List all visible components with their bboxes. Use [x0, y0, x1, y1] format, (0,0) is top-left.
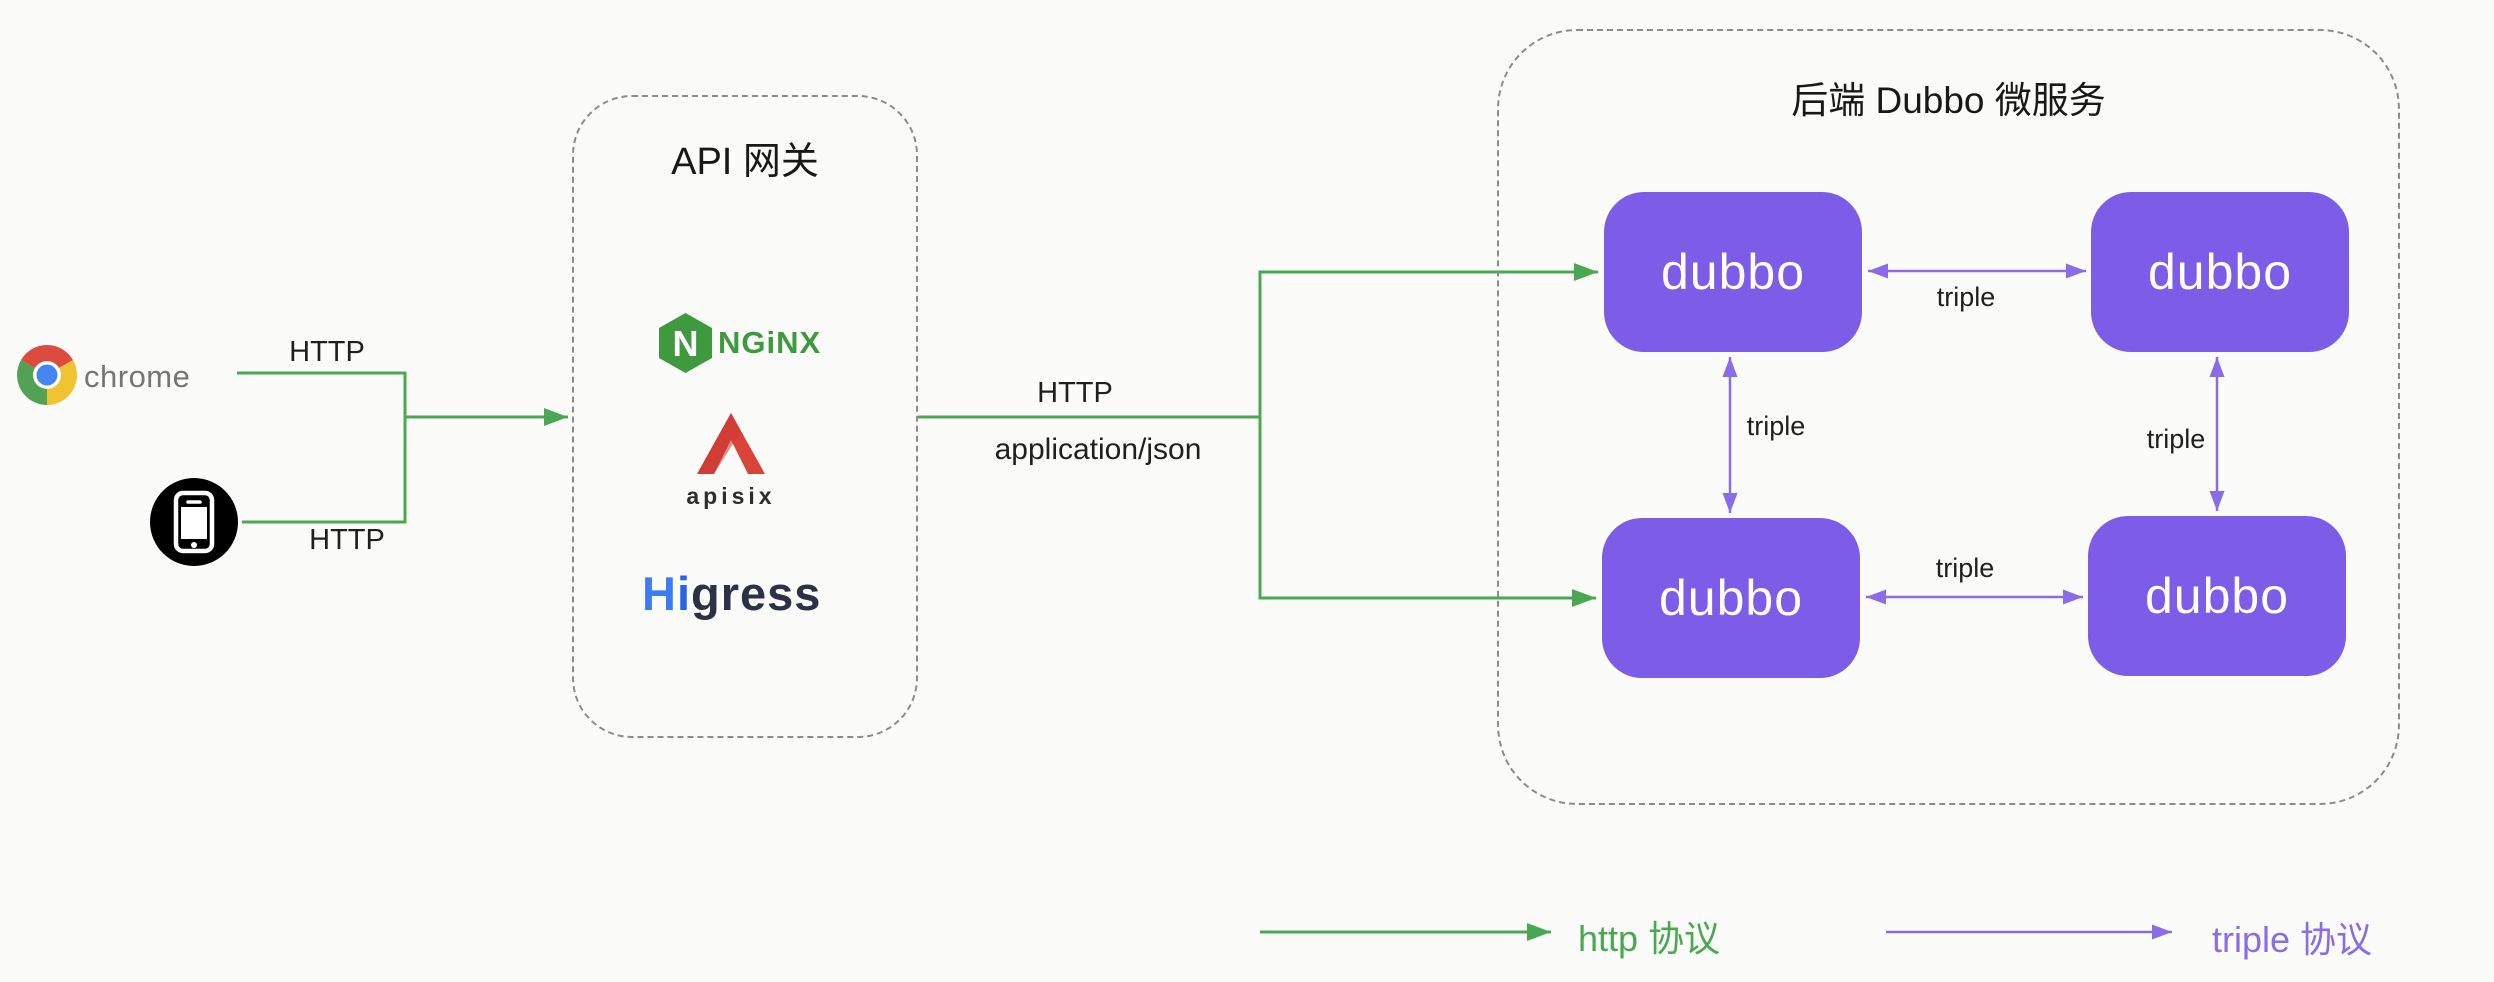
mobile-phone-icon: [149, 477, 239, 567]
triple-edge-label-top: triple: [1936, 282, 1996, 312]
connection-content-type-label: application/json: [994, 433, 1202, 466]
svg-text:N: N: [673, 323, 699, 364]
dubbo-node-bottom-left: dubbo: [1602, 518, 1860, 678]
legend-http-label: http 协议: [1578, 918, 1721, 959]
http-label-bottom: HTTP: [309, 524, 385, 556]
higress-logo: Higress: [642, 566, 821, 621]
nginx-wordmark: NGiNX: [718, 325, 822, 360]
apisix-triangle-icon: [697, 413, 765, 474]
dubbo-node-top-left: dubbo: [1604, 192, 1862, 352]
dubbo-node-top-right: dubbo: [2091, 192, 2349, 352]
dubbo-node-label: dubbo: [1660, 244, 1806, 300]
triple-edge-label-right: triple: [2146, 424, 2206, 454]
dubbo-node-label: dubbo: [1658, 570, 1804, 626]
backend-cluster-box: [1497, 29, 2400, 805]
apisix-wordmark: apisix: [686, 483, 776, 509]
nginx-hexagon-icon: N: [659, 313, 712, 373]
nginx-logo: N NGiNX: [657, 312, 917, 374]
api-gateway-box: [572, 95, 918, 738]
triple-edge-label-bottom: triple: [1935, 553, 1995, 583]
apisix-logo: apisix: [676, 410, 786, 510]
higress-wordmark-i: i: [676, 567, 692, 620]
dubbo-node-bottom-right: dubbo: [2088, 516, 2346, 676]
dubbo-node-label: dubbo: [2147, 244, 2293, 300]
connection-protocol-label: HTTP: [1037, 377, 1113, 409]
chrome-browser-icon: [15, 343, 79, 407]
triple-edge-label-left: triple: [1746, 411, 1806, 441]
backend-cluster-title: 后端 Dubbo 微服务: [1791, 80, 2106, 121]
higress-wordmark-rest: gress: [691, 567, 822, 620]
http-label-top: HTTP: [289, 336, 365, 368]
chrome-label: chrome: [84, 359, 191, 394]
higress-wordmark-h: H: [642, 567, 677, 620]
api-gateway-title: API 网关: [671, 141, 819, 183]
legend-triple-label: triple 协议: [2212, 919, 2373, 960]
dubbo-node-label: dubbo: [2144, 568, 2290, 624]
